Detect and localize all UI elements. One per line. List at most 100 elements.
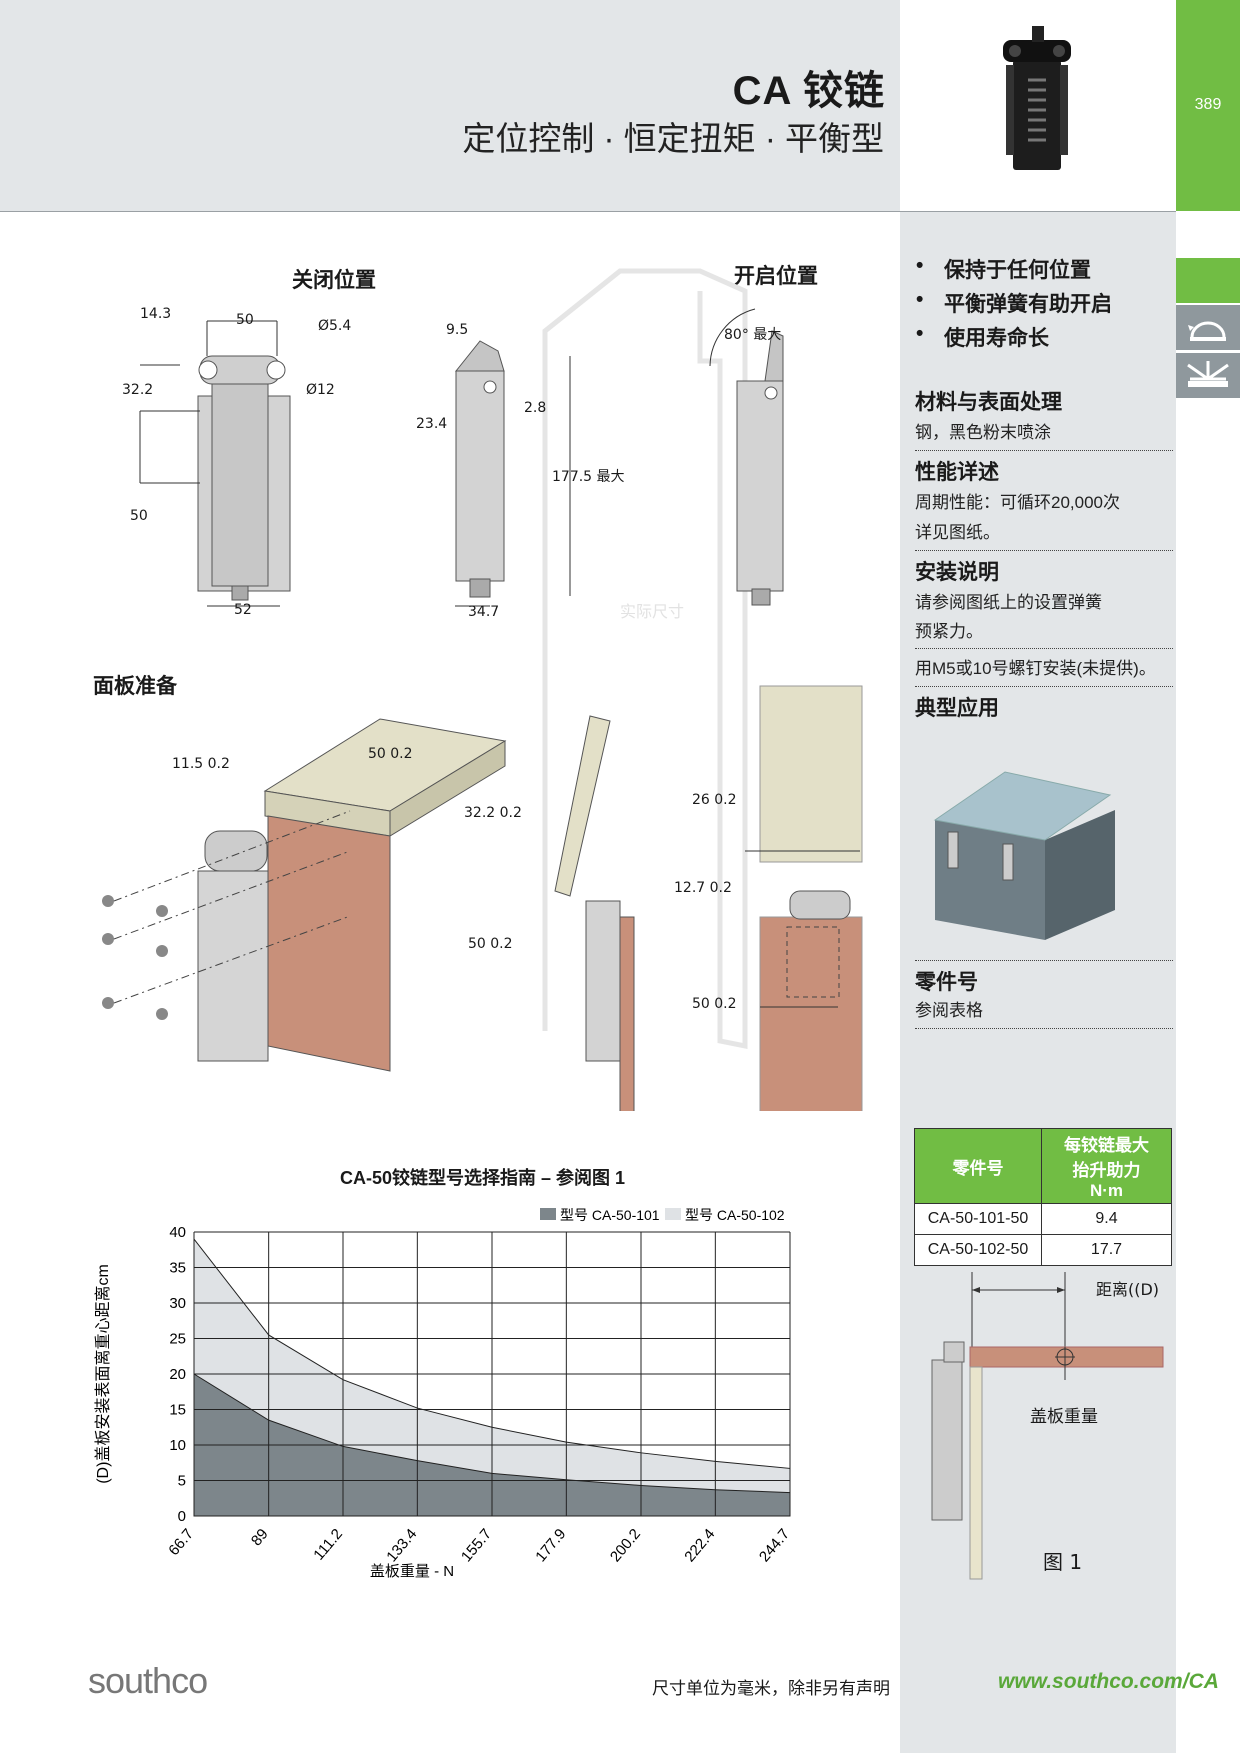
x-axis-label: 盖板重量 - N [370,1562,454,1580]
x-tick-label: 89 [248,1526,272,1550]
material-text: 钢，黑色粉末喷涂 [915,423,1051,442]
legend-swatch [665,1208,681,1220]
rotation-icon [1176,305,1240,350]
y-tick-label: 10 [169,1437,186,1454]
divider [915,450,1173,451]
x-tick-label: 222.4 [681,1526,718,1566]
dim-text: 50 0.2 [368,746,413,762]
dim-text: 9.5 [446,322,469,338]
footer-note: 尺寸单位为毫米，除非另有声明 [652,1679,890,1698]
dim-text: 50 0.2 [692,996,737,1012]
performance-heading: 性能详述 [915,461,999,484]
dim-text: 23.4 [416,416,448,432]
install-text: 用M5或10号螺钉安装(未提供)。 [915,659,1156,678]
header-band [0,0,900,212]
dim-text: 80° 最大 [724,327,782,343]
figure-1-diagram [931,1272,1164,1580]
y-tick-label: 35 [169,1260,186,1277]
figure-caption: 图 1 [1043,1550,1083,1574]
x-tick-label: 155.7 [458,1526,495,1566]
y-tick-label: 20 [169,1366,186,1383]
table-row: CA-50-101-50 9.4 [914,1203,1172,1235]
table-cell: CA-50-101-50 [914,1203,1042,1235]
x-tick-label: 200.2 [607,1526,644,1566]
actual-size-label: 实际尺寸 [620,602,685,621]
section-tab [1176,258,1240,303]
part-number-text: 参阅表格 [915,1001,983,1020]
panel-prep-label: 面板准备 [93,675,177,698]
open-position-label: 开启位置 [734,265,818,288]
dim-text: 50 [130,508,148,524]
page-subtitle: 定位控制 · 恒定扭矩 · 平衡型 [462,120,884,157]
dim-text: 32.2 [122,382,154,398]
table-cell: 9.4 [1041,1203,1172,1235]
dim-text: 52 [234,602,252,618]
chart-title: CA-50铰链型号选择指南 – 参阅图 1 [340,1168,626,1188]
footer-url[interactable]: www.southco.com/CA [998,1670,1219,1693]
dim-text: 50 0.2 [468,936,513,952]
dim-text: 177.5 最大 [552,469,625,485]
x-tick-label: 133.4 [383,1526,420,1566]
dim-text: Ø12 [306,382,335,398]
dim-text: 32.2 0.2 [464,805,522,821]
y-tick-label: 5 [178,1473,186,1490]
performance-text: 周期性能：可循环20,000次 [915,493,1120,512]
application-box-image [933,771,1115,940]
dim-text: Ø5.4 [318,318,352,334]
weight-label: 盖板重量 [1030,1407,1098,1427]
page-number: 389 [1194,96,1222,113]
part-number-heading: 零件号 [915,971,978,994]
dim-text: 26 0.2 [692,792,737,808]
dim-text: 50 [236,312,254,328]
legend-label: 型号 CA-50-102 [685,1207,785,1223]
closed-position-label: 关闭位置 [292,269,376,292]
y-tick-label: 0 [178,1508,186,1525]
y-tick-label: 15 [169,1402,186,1419]
dim-text: 14.3 [140,306,172,322]
y-tick-label: 30 [169,1295,186,1312]
feature-item: 平衡弹簧有助开启 [916,288,1112,318]
divider [915,1028,1173,1029]
dim-text: 12.7 0.2 [674,880,732,896]
install-heading: 安装说明 [915,561,999,584]
dim-text: 34.7 [468,604,500,620]
x-tick-label: 177.9 [532,1526,569,1566]
performance-text: 详见图纸。 [915,523,1000,542]
page-number-tab: 389 [1176,0,1240,211]
distance-label: 距离((D) [1096,1280,1160,1299]
table-cell: 17.7 [1041,1234,1172,1266]
install-text: 预紧力。 [915,622,983,641]
legend-label: 型号 CA-50-101 [560,1207,660,1223]
material-heading: 材料与表面处理 [915,391,1062,414]
x-tick-label: 66.7 [165,1526,197,1559]
dim-text: 2.8 [524,400,547,416]
hinge-product-photo [1003,26,1071,170]
technical-drawing [102,268,863,1111]
torque-icon [1176,353,1240,398]
x-tick-label: 111.2 [310,1526,346,1564]
southco-logo: southco [88,1660,208,1701]
page-title: CA 铰链 [732,69,885,113]
product-photo-area [900,0,1176,212]
x-tick-label: 244.7 [756,1526,793,1566]
selection-chart: 0 5 10 15 20 25 30 35 40 66.7 89 111.2 133.4 155.7 177… [94,1207,793,1580]
y-tick-label: 40 [169,1224,186,1241]
table-row: CA-50-102-50 17.7 [914,1234,1172,1266]
y-axis-label: (D)盖板安装表面离重心距离cm [94,1264,112,1484]
dim-text: 11.5 0.2 [172,756,230,772]
divider [915,686,1173,687]
col-part-number: 零件号 [914,1128,1042,1204]
table-cell: CA-50-102-50 [914,1234,1042,1266]
divider [915,550,1173,551]
feature-item: 使用寿命长 [916,322,1049,352]
divider [915,960,1173,961]
install-text: 请参阅图纸上的设置弹簧 [915,593,1102,612]
application-heading: 典型应用 [915,697,999,720]
divider [915,648,1173,649]
y-tick-label: 25 [169,1331,186,1348]
feature-item: 保持于任何位置 [916,254,1091,284]
legend-swatch [540,1208,556,1220]
